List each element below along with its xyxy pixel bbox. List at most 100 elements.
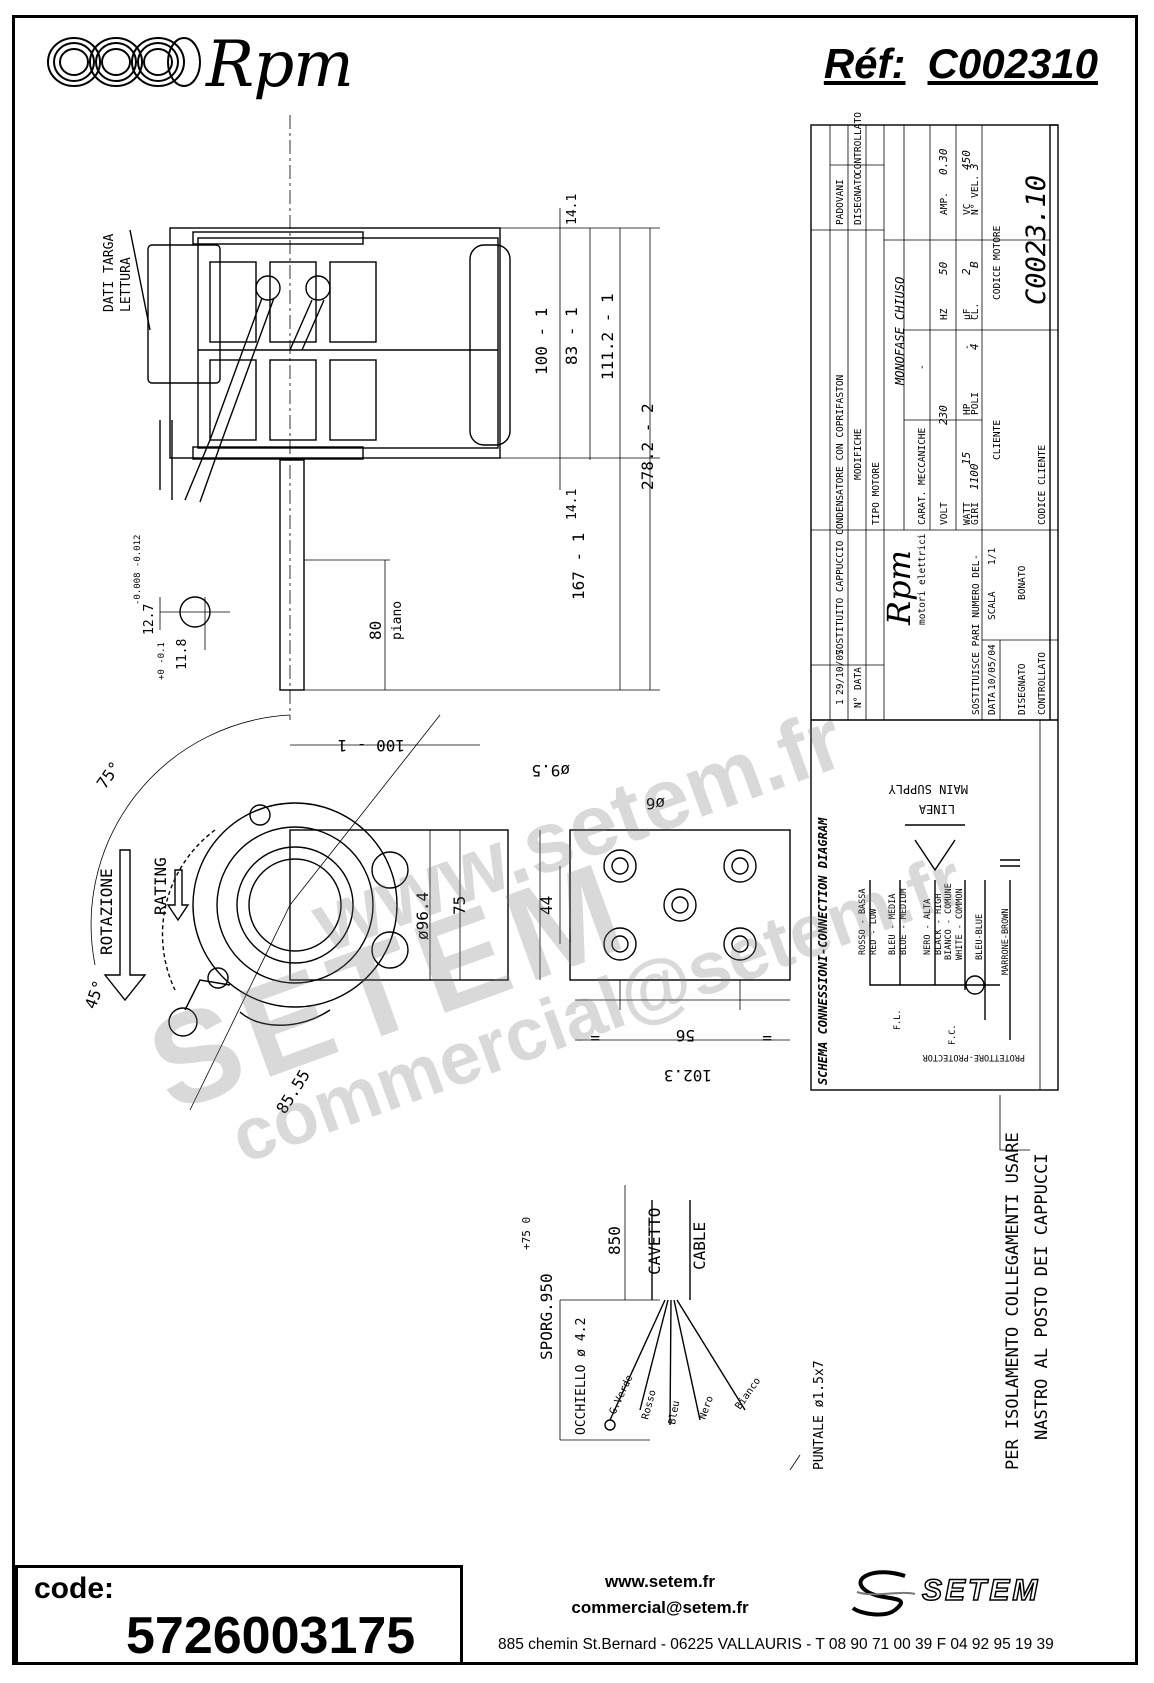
code-label: code: (34, 1572, 115, 1605)
footer-email-link[interactable]: commercial@setem.fr (571, 1598, 749, 1617)
col-modifiche: MODIFICHE (853, 428, 864, 480)
label-fc: F.C. (948, 1025, 958, 1045)
watt-value: 15 (960, 452, 973, 465)
carat-value: - (917, 364, 928, 370)
col-disegnato: DISEGNATO (853, 173, 864, 225)
scala-value: 1/1 (987, 548, 998, 565)
cliente-label: CLIENTE (992, 420, 1003, 460)
nvel-label: N° VEL. (970, 175, 981, 215)
label-occhiello: OCCHIELLO ø 4.2 (574, 1318, 589, 1435)
wire-6: MARRONE-BROWN (1001, 908, 1011, 975)
rpm-logo-icon (47, 37, 201, 87)
watt-label: WATT (962, 502, 973, 525)
footer-web-link[interactable]: www.setem.fr (605, 1572, 715, 1591)
label-dati-targa: DATI TARGA (102, 234, 117, 312)
wire-bleu: Bleu (667, 1400, 682, 1426)
reference-number: Réf:C002310 (824, 40, 1098, 88)
col-controllato: CONTROLLATO (853, 112, 864, 175)
dim-100: 100 - 1 (532, 308, 551, 375)
wire-4a: BIANCO - COMUNE (944, 883, 954, 960)
schema-linea: LINEA (918, 802, 955, 816)
wire-4b: WHITE - COMMON (955, 888, 965, 960)
data-value: 10/05/04 (987, 644, 998, 690)
equal-mark: = (590, 1029, 600, 1048)
note-line2: NASTRO AL POSTO DEI CAPPUCCI (1032, 1153, 1052, 1440)
dim-111: 111.2 - 1 (598, 293, 617, 380)
label-fl: F.L. (893, 1010, 903, 1030)
sporg: SPORG.950 (537, 1273, 556, 1360)
label-puntale: PUNTALE ø1.5x7 (812, 1360, 827, 1470)
dim-14-1-bottom: 14.1 (565, 489, 580, 520)
rev-text: SOSTITUITO CAPPUCCIO CONDENSATORE CON CO… (835, 374, 846, 655)
brand-name: Rpm (206, 28, 354, 102)
col-no: N° (853, 697, 864, 708)
dim-96-4: ø96.4 (413, 892, 432, 940)
scala-label: SCALA (987, 591, 998, 620)
shaft-flat-tolerance: +0 -0.1 (157, 642, 167, 680)
dim-14-1-top: 14.1 (565, 194, 580, 225)
data-label: DATA (987, 692, 998, 715)
label-lettura: LETTURA (119, 257, 134, 312)
rev-by: PADOVANI (835, 179, 846, 225)
tipo-motore-label: TIPO MOTORE (871, 462, 882, 525)
title-block-grid (559, 124, 1059, 1471)
motor-side-view (129, 115, 660, 720)
carat-label: CARAT. MECCANICHE (917, 427, 928, 525)
wire-5: BLEU-BLUE (975, 914, 985, 960)
company-name: Rpm (880, 550, 918, 626)
wire-nero: Nero (697, 1395, 716, 1421)
label-rotazione: ROTAZIONE (97, 868, 116, 955)
rev-no: 1 (835, 699, 846, 705)
shaft-tolerance: -0.008 -0.012 (133, 535, 143, 605)
setem-brand: SETEM (921, 1573, 1041, 1608)
dim-83: 83 - 1 (562, 307, 581, 365)
hp-value: - (962, 344, 973, 350)
col-data: DATA (853, 667, 864, 690)
dim-75: 75 (450, 896, 469, 915)
uf-label: µF (962, 308, 973, 320)
dim-56: 56 (676, 1026, 695, 1045)
dim-100-top: 100 - 1 (338, 736, 405, 755)
ref-label: Réf: (823, 40, 906, 87)
dim-80: 80 (366, 621, 385, 640)
sporg-tolerance: +75 0 (520, 1217, 533, 1250)
wire-2a: BLEU - MEDIA (888, 894, 898, 955)
dim-850: 850 (605, 1226, 624, 1255)
giri-value: 1100 (968, 463, 981, 490)
wire-3a: NERO - ALTA (923, 899, 933, 955)
volt-value: 230 (937, 405, 950, 425)
poli-value: 4 (968, 343, 981, 350)
label-rating: RATING (151, 857, 170, 915)
schema-main-supply: MAIN SUPPLY (888, 782, 968, 796)
hz-label: HZ (939, 308, 950, 320)
cl-value: B (968, 261, 981, 268)
code-value: 5726003175 (126, 1607, 416, 1665)
cl-label: CL. (970, 303, 981, 320)
nvel-value: 3 (968, 163, 981, 171)
dim-44: 44 (537, 896, 556, 915)
shaft-flat: 11.8 (175, 639, 190, 670)
label-piano: piano (390, 601, 405, 640)
company-sub: motori elettrici (917, 533, 928, 625)
schema-title: SCHEMA CONNESSIONI-CONNECTION DIAGRAM (816, 817, 830, 1085)
dim-102-3: 102.3 (664, 1066, 712, 1085)
wire-2b: BLUE - MEDIUM (899, 888, 909, 955)
label-cavetto: CAVETTO (645, 1208, 664, 1275)
vc-value: 450 (960, 150, 973, 170)
disegnato-label: DISEGNATO (1017, 663, 1028, 715)
drawing-frame (12, 15, 1138, 1665)
angle-45: 45° (81, 978, 109, 1012)
dim-278: 278.2 - 2 (638, 403, 657, 490)
amp-label: AMP. (939, 192, 950, 215)
sostituisce-value: - (971, 554, 982, 560)
shaft-diameter: 12.7 (142, 604, 157, 635)
equal-mark: = (762, 1029, 772, 1048)
label-protettore: PROTETTORE-PROTECTOR (922, 1052, 1025, 1062)
angle-75: 75° (93, 758, 125, 793)
hp-label: HP (962, 403, 973, 415)
codice-cliente-label: CODICE CLIENTE (1037, 445, 1048, 525)
label-cable: CABLE (690, 1222, 709, 1270)
controllato-label: CONTROLLATO (1037, 652, 1048, 715)
wire-1b: RED - LOW (869, 908, 879, 955)
codice-motore-value: C0023.10 (1021, 175, 1052, 305)
